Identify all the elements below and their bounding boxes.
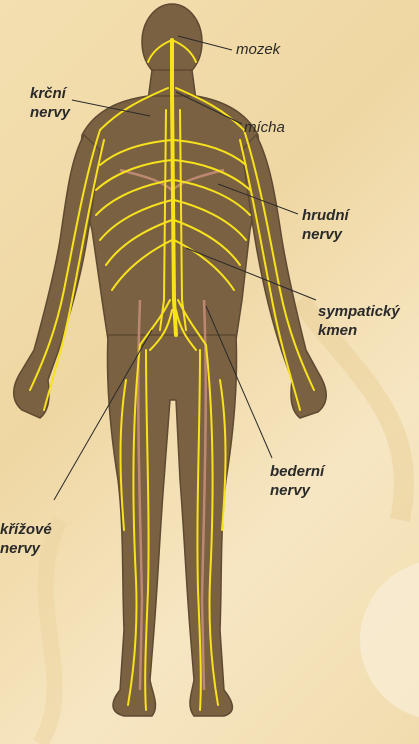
label-mozek: mozek <box>236 40 280 59</box>
label-hrudni-line1: hrudní <box>302 206 349 225</box>
label-krcni-nervy: krční nervy <box>30 84 70 122</box>
label-hrudni-nervy: hrudní nervy <box>302 206 349 244</box>
label-krizove-nervy: křížové nervy <box>0 520 52 558</box>
label-bederni-line1: bederní <box>270 462 324 481</box>
label-krizove-line2: nervy <box>0 539 52 558</box>
label-krcni-line1: krční <box>30 84 70 103</box>
label-sympaticky-kmen: sympatický kmen <box>318 302 400 340</box>
label-sympaticky-line1: sympatický <box>318 302 400 321</box>
label-krizove-line1: křížové <box>0 520 52 539</box>
label-micha: mícha <box>244 118 285 137</box>
label-bederni-line2: nervy <box>270 481 324 500</box>
label-krcni-line2: nervy <box>30 103 70 122</box>
label-bederni-nervy: bederní nervy <box>270 462 324 500</box>
label-sympaticky-line2: kmen <box>318 321 400 340</box>
label-hrudni-line2: nervy <box>302 225 349 244</box>
